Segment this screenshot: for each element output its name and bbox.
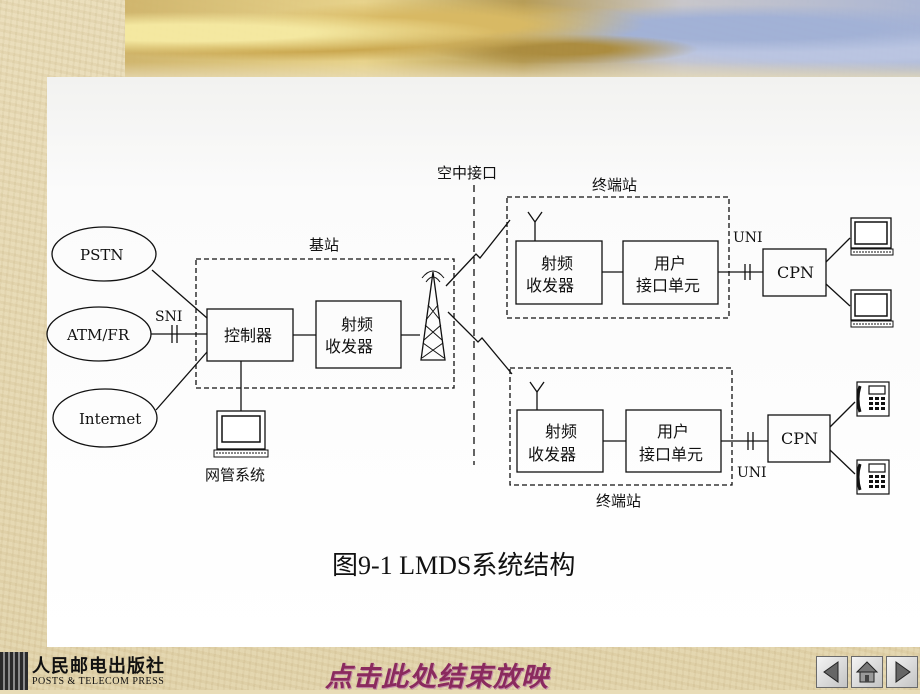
- terminal-top-ui-line1: 用户: [654, 254, 686, 273]
- radio-link-top: [445, 219, 511, 287]
- base-rf-line1: 射频: [341, 315, 373, 334]
- terminal-bottom-ui-line2: 接口单元: [639, 445, 703, 464]
- home-icon: [855, 661, 879, 683]
- sni-label: SNI: [155, 309, 182, 325]
- terminal-top-frame: [506, 196, 730, 319]
- base-station-frame: [195, 258, 455, 389]
- terminal-bottom-label: 终端站: [596, 492, 641, 510]
- network-atmfr-label: ATM/FR: [66, 326, 130, 344]
- network-internet-label: Internet: [79, 410, 141, 428]
- cpn-top-box: [762, 248, 827, 297]
- publisher-logo: 人民邮电出版社 POSTS & TELECOM PRESS: [0, 652, 192, 690]
- cpn-bottom-box: [767, 414, 831, 463]
- header-banner-image: [125, 0, 920, 82]
- terminal-top-uni-label: UNI: [733, 230, 763, 246]
- cpn-bottom-label: CPN: [781, 429, 818, 448]
- publisher-emblem-icon: [0, 652, 28, 690]
- arrow-left-icon: [823, 661, 839, 683]
- prev-slide-button[interactable]: [816, 656, 848, 688]
- figure-caption-row: 图9-1 LMDS系统结构: [0, 545, 920, 585]
- base-station-label: 基站: [309, 236, 339, 254]
- cpn-top-label: CPN: [777, 263, 814, 282]
- network-pstn-label: PSTN: [80, 246, 124, 264]
- terminal-bottom-rf-line1: 射频: [545, 422, 577, 441]
- next-slide-button[interactable]: [886, 656, 918, 688]
- computer-icon-top: [850, 217, 894, 256]
- terminal-top-rf-line2: 收发器: [526, 276, 574, 295]
- terminal-bottom-uni-label: UNI: [737, 465, 767, 481]
- internet-ellipse: [52, 388, 158, 448]
- nms-label: 网管系统: [205, 466, 265, 484]
- base-rf-box: [315, 300, 402, 369]
- controller-label: 控制器: [224, 326, 272, 345]
- terminal-top-label: 终端站: [592, 176, 637, 194]
- terminal-top-rf-line1: 射频: [541, 254, 573, 273]
- telephone-icon-bottom: [856, 459, 890, 495]
- terminal-bottom-antenna-icon: [529, 381, 545, 394]
- content-panel: [47, 77, 920, 647]
- publisher-name-en: POSTS & TELECOM PRESS: [32, 676, 165, 687]
- air-interface-label: 空中接口: [437, 164, 497, 182]
- telephone-icon-top: [856, 381, 890, 417]
- tower-icon: [420, 271, 446, 361]
- figure-caption: 图9-1 LMDS系统结构: [332, 551, 576, 580]
- terminal-bottom-ui-line1: 用户: [657, 422, 689, 441]
- pstn-ellipse: [51, 226, 157, 282]
- end-show-link[interactable]: 点击此处结束放映: [325, 662, 549, 693]
- base-rf-line2: 收发器: [325, 337, 373, 356]
- home-button[interactable]: [851, 656, 883, 688]
- terminal-top-ui-line2: 接口单元: [636, 276, 700, 295]
- terminal-bottom-frame: [509, 367, 733, 486]
- computer-icon-second: [850, 289, 894, 328]
- terminal-bottom-rf-line2: 收发器: [528, 445, 576, 464]
- nms-computer-icon: [213, 410, 269, 458]
- radio-link-bottom: [447, 311, 513, 375]
- publisher-name-cn: 人民邮电出版社: [32, 656, 165, 677]
- arrow-right-icon: [895, 661, 911, 683]
- terminal-top-antenna-icon: [527, 211, 543, 224]
